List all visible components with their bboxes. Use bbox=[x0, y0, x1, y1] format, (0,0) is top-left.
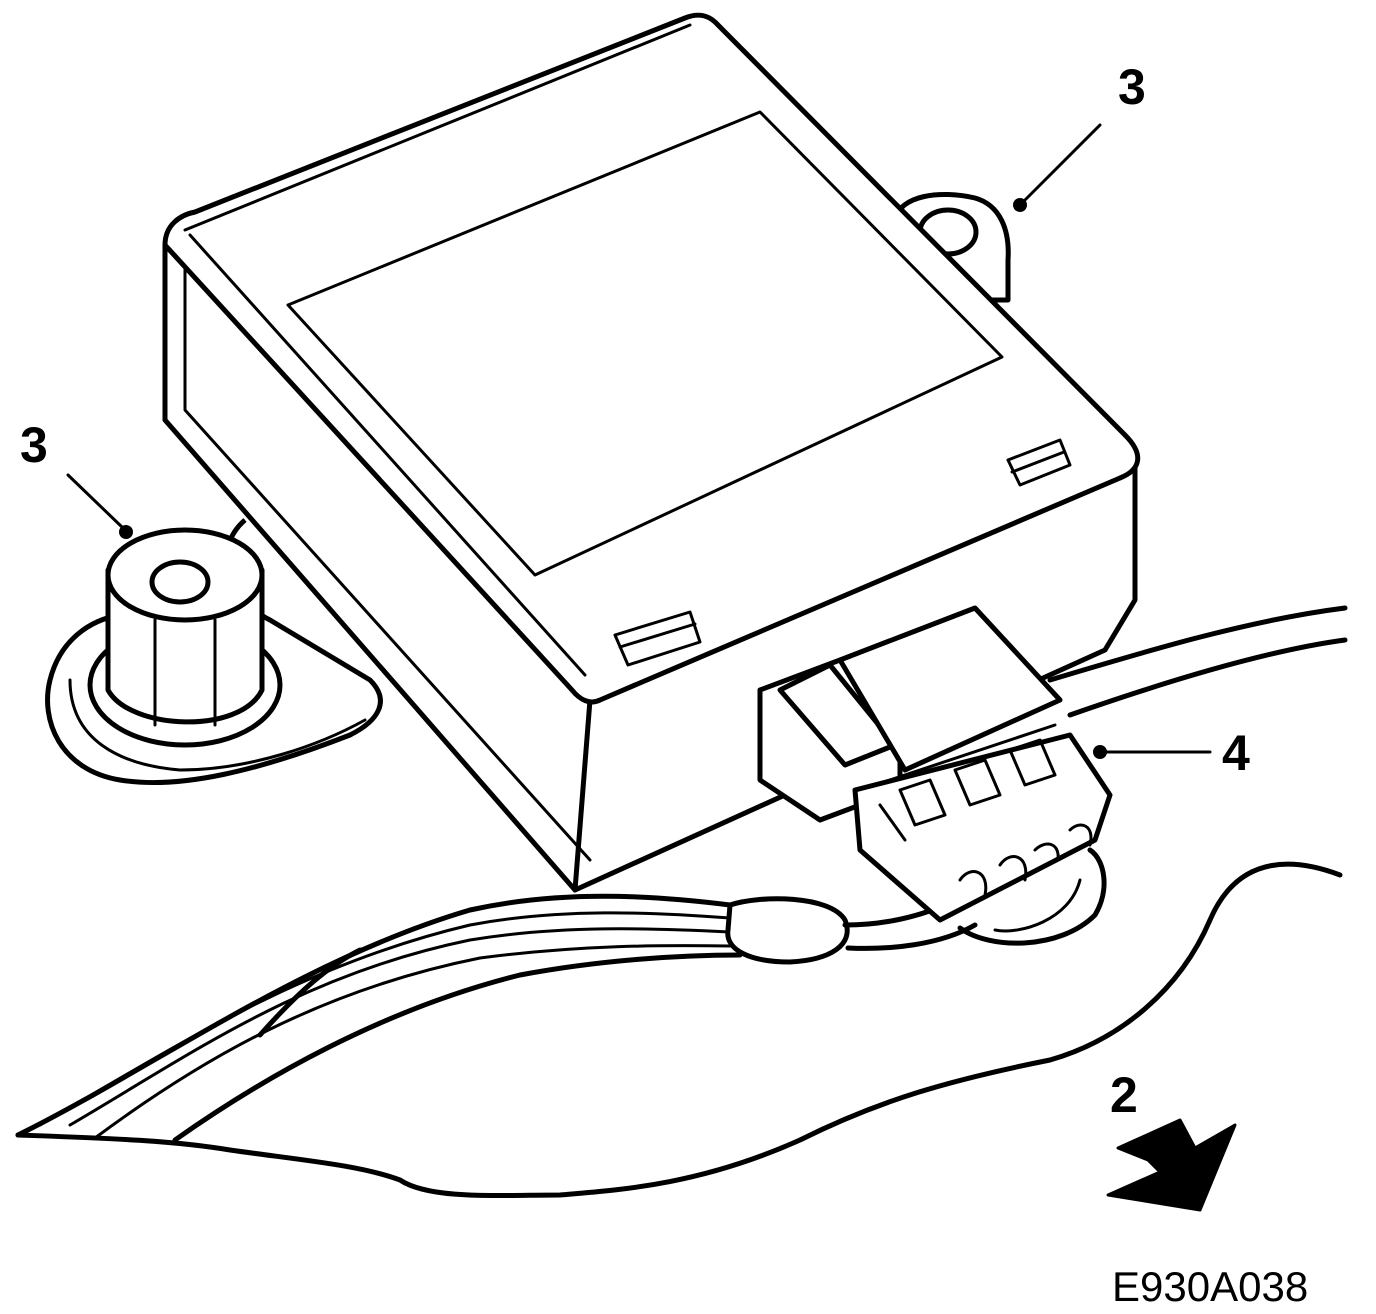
callout-connector: 4 bbox=[1222, 725, 1250, 781]
connector-pins bbox=[878, 738, 1057, 842]
leader-dot-connector bbox=[1093, 745, 1107, 759]
callout-direction: 2 bbox=[1110, 1067, 1138, 1123]
connector-terminals bbox=[958, 823, 1093, 897]
electrical-connector bbox=[757, 605, 1113, 923]
callout-fastener-right: 3 bbox=[1118, 59, 1146, 115]
leader-dot-left-fastener bbox=[119, 525, 133, 539]
figure-code: E930A038 bbox=[1112, 1263, 1309, 1310]
leader-line-left-fastener bbox=[66, 473, 125, 530]
floor-panel bbox=[15, 861, 1343, 1199]
left-fastener-nut bbox=[87, 527, 283, 748]
vent-mark-front bbox=[613, 610, 702, 667]
leader-dot-right-fastener bbox=[1013, 198, 1027, 212]
leader-lines bbox=[66, 123, 1212, 759]
vent-mark-right bbox=[1006, 438, 1072, 487]
leader-line-right-fastener bbox=[1023, 123, 1102, 202]
cable-upper bbox=[1047, 605, 1348, 683]
wiring-harness bbox=[15, 847, 1107, 1143]
callout-fastener-left: 3 bbox=[20, 417, 48, 473]
cable-lower bbox=[1067, 637, 1348, 718]
direction-arrow-icon bbox=[1106, 1118, 1237, 1212]
